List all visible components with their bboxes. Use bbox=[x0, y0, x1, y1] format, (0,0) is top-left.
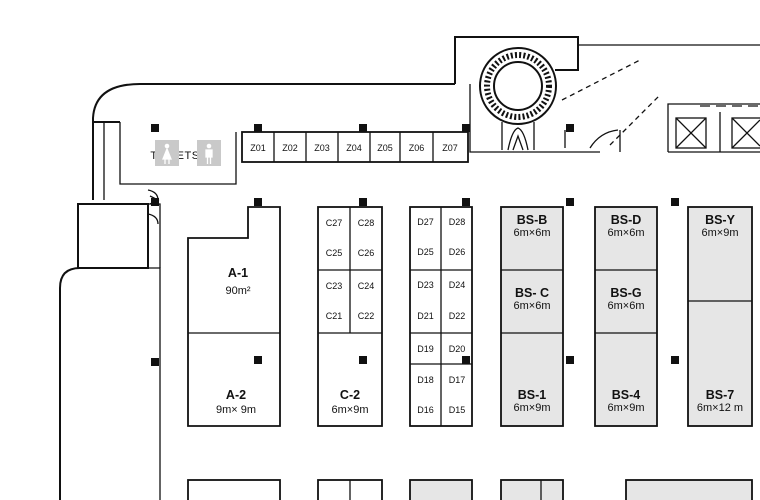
booth-d23-label: D23 bbox=[417, 280, 434, 290]
booth-d20-label: D20 bbox=[449, 344, 466, 354]
booth-a2-size: 9m× 9m bbox=[216, 404, 256, 416]
booth-bs1-name: BS-1 bbox=[518, 388, 547, 402]
booth-bsc-size: 6m×6m bbox=[514, 300, 551, 312]
booth-bs7-size: 6m×12 m bbox=[697, 402, 743, 414]
booth-c2-name: C-2 bbox=[340, 388, 360, 402]
booth-bs7-name: BS-7 bbox=[706, 388, 735, 402]
booth-bsy-size: 6m×9m bbox=[702, 227, 739, 239]
booth-a1-size: 90m² bbox=[225, 285, 250, 297]
male-toilet-icon bbox=[197, 140, 221, 166]
booth-c26-label: C26 bbox=[358, 248, 375, 258]
booth-c24-label: C24 bbox=[358, 281, 375, 291]
booth-bsd-name: BS-D bbox=[611, 213, 642, 227]
zone-z-row: Z01 Z02 Z03 Z04 Z05 Z06 Z07 bbox=[241, 131, 469, 163]
booth-bs4-size: 6m×9m bbox=[608, 402, 645, 414]
booth-d25-label: D25 bbox=[417, 247, 434, 257]
booth-c21-label: C21 bbox=[326, 311, 343, 321]
booth-d26-label: D26 bbox=[449, 247, 466, 257]
booth-bsd-size: 6m×6m bbox=[608, 227, 645, 239]
booth-z07-label: Z07 bbox=[442, 143, 458, 153]
booth-z03-label: Z03 bbox=[314, 143, 330, 153]
booth-bsy-name: BS-Y bbox=[705, 213, 736, 227]
booth-a2-name: A-2 bbox=[226, 388, 246, 402]
booth-z06-label: Z06 bbox=[409, 143, 425, 153]
pillars bbox=[151, 124, 679, 366]
booth-bsg-size: 6m×6m bbox=[608, 300, 645, 312]
booth-z04-label: Z04 bbox=[346, 143, 362, 153]
booth-c23-label: C23 bbox=[326, 281, 343, 291]
booth-bs1-size: 6m×9m bbox=[514, 402, 551, 414]
booth-z01-label: Z01 bbox=[250, 143, 266, 153]
booth-d28-label: D28 bbox=[449, 217, 466, 227]
booth-c25-label: C25 bbox=[326, 248, 343, 258]
booth-bs4-name: BS-4 bbox=[612, 388, 641, 402]
booth-c22-label: C22 bbox=[358, 311, 375, 321]
building-walls bbox=[59, 36, 760, 500]
spiral-staircase-icon bbox=[479, 47, 557, 151]
booth-d24-label: D24 bbox=[449, 280, 466, 290]
female-toilet-icon bbox=[155, 140, 179, 166]
booth-column-bs-3: BS-Y 6m×9m BS-7 6m×12 m bbox=[687, 206, 753, 427]
booth-d18-label: D18 bbox=[417, 375, 434, 385]
booth-c2-size: 6m×9m bbox=[332, 404, 369, 416]
booth-a: A-1 90m² A-2 9m× 9m bbox=[187, 206, 281, 427]
booth-d27-label: D27 bbox=[417, 217, 434, 227]
booth-bsb-name: BS-B bbox=[517, 213, 548, 227]
booth-column-bs-2: BS-D 6m×6m BS-G 6m×6m BS-4 6m×9m bbox=[594, 206, 658, 427]
booth-d21-label: D21 bbox=[417, 311, 434, 321]
booth-a1-name: A-1 bbox=[228, 266, 248, 280]
booth-bsb-size: 6m×6m bbox=[514, 227, 551, 239]
booth-z02-label: Z02 bbox=[282, 143, 298, 153]
booth-d15-label: D15 bbox=[449, 405, 466, 415]
booth-column-bs-1: BS-B 6m×6m BS- C 6m×6m BS-1 6m×9m bbox=[500, 206, 564, 427]
booth-d22-label: D22 bbox=[449, 311, 466, 321]
booth-d17-label: D17 bbox=[449, 375, 466, 385]
booth-z05-label: Z05 bbox=[377, 143, 393, 153]
booth-c28-label: C28 bbox=[358, 218, 375, 228]
booth-d19-label: D19 bbox=[417, 344, 434, 354]
booth-d16-label: D16 bbox=[417, 405, 434, 415]
toilets-area: TOILETS bbox=[150, 140, 221, 166]
booth-c27-label: C27 bbox=[326, 218, 343, 228]
bottom-booth-row bbox=[187, 479, 753, 500]
booth-bsc-name: BS- C bbox=[515, 286, 549, 300]
booth-bsg-name: BS-G bbox=[610, 286, 641, 300]
